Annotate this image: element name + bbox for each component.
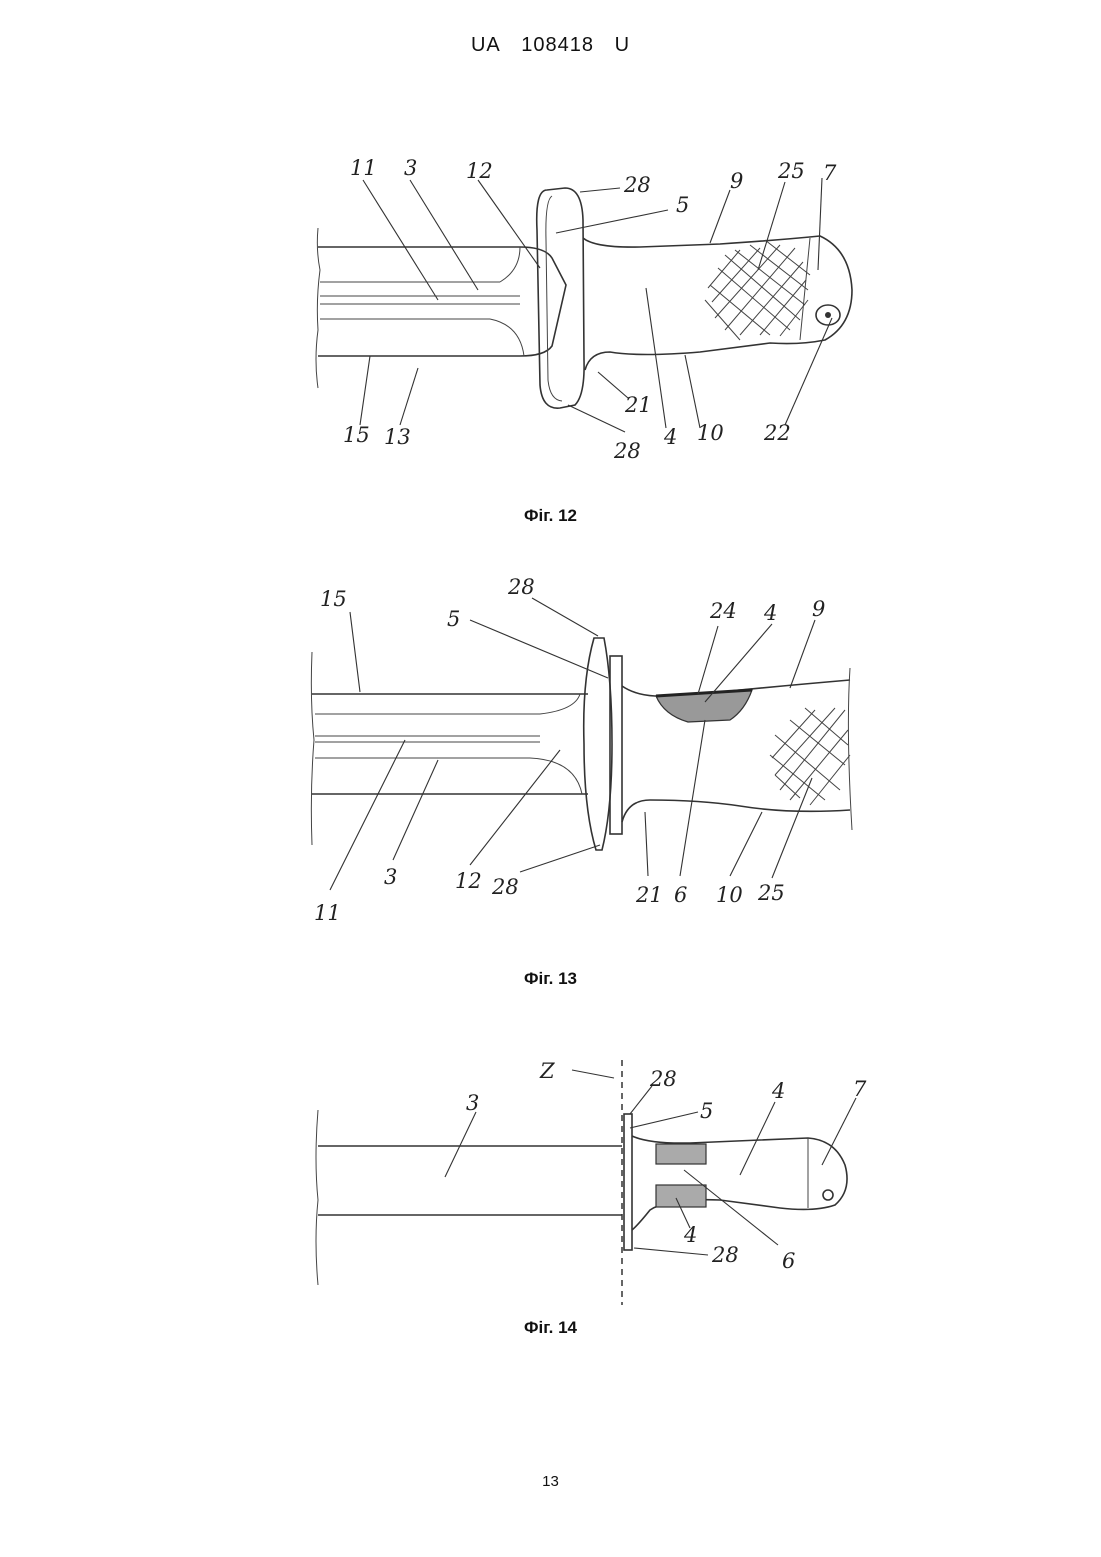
figure-12-drawing: 11 3 12 28 5 9 25 7 15 13 21 28 4 10 22 — [0, 0, 1101, 480]
figure-14-drawing: Z 28 5 4 7 3 4 28 6 — [0, 1040, 1101, 1320]
fig14-label-4-bottom: 4 — [683, 1223, 697, 1247]
fig12-label-4: 4 — [663, 425, 677, 449]
fig13-label-11: 11 — [314, 901, 341, 925]
fig13-label-6: 6 — [674, 883, 687, 907]
fig13-label-10: 10 — [716, 883, 743, 907]
fig12-label-28-bottom: 28 — [613, 439, 641, 463]
fig14-label-3: 3 — [466, 1091, 479, 1115]
fig13-label-4: 4 — [763, 601, 777, 625]
figure-12-caption: Фіг. 12 — [0, 506, 1101, 526]
fig14-label-5: 5 — [700, 1099, 713, 1123]
fig13-label-9: 9 — [812, 597, 825, 621]
fig14-label-28-bottom: 28 — [711, 1243, 739, 1267]
fig14-label-6: 6 — [782, 1249, 795, 1273]
figure-14-caption: Фіг. 14 — [0, 1318, 1101, 1338]
fig14-label-28-top: 28 — [649, 1067, 677, 1091]
fig14-label-4-top: 4 — [771, 1079, 785, 1103]
fig13-label-25: 25 — [757, 881, 785, 905]
fig12-label-5: 5 — [676, 193, 689, 217]
fig13-label-24: 24 — [709, 599, 737, 623]
fig12-label-11: 11 — [350, 156, 377, 180]
fig14-label-7: 7 — [853, 1077, 867, 1101]
fig13-label-21: 21 — [635, 883, 663, 907]
fig13-label-15: 15 — [320, 587, 347, 611]
page-number: 13 — [0, 1473, 1101, 1490]
figure-13-caption: Фіг. 13 — [0, 969, 1101, 989]
fig13-label-28-bottom: 28 — [491, 875, 519, 899]
fig12-label-7: 7 — [823, 161, 837, 185]
fig12-label-25: 25 — [777, 159, 805, 183]
fig13-label-28-top: 28 — [507, 575, 535, 599]
fig13-label-12: 12 — [455, 869, 482, 893]
fig12-label-21: 21 — [624, 393, 652, 417]
fig12-label-13: 13 — [384, 425, 411, 449]
fig13-label-5: 5 — [447, 607, 460, 631]
fig13-label-3: 3 — [384, 865, 397, 889]
fig12-label-9: 9 — [730, 169, 743, 193]
fig12-label-28-top: 28 — [623, 173, 651, 197]
fig12-label-3: 3 — [404, 156, 417, 180]
fig12-label-15: 15 — [343, 423, 370, 447]
fig12-label-10: 10 — [697, 421, 724, 445]
figure-13-drawing: 15 28 5 24 4 9 11 3 12 28 21 6 10 25 — [0, 560, 1101, 960]
fig12-label-22: 22 — [763, 421, 791, 445]
fig14-label-z: Z — [539, 1059, 555, 1083]
fig12-label-12: 12 — [466, 159, 493, 183]
